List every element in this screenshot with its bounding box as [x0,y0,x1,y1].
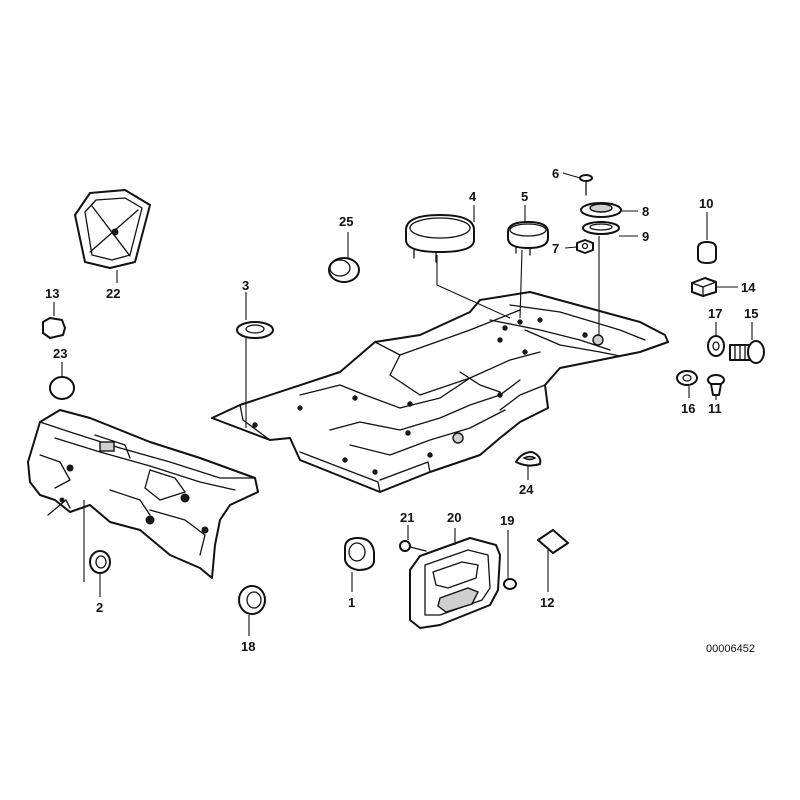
callout-6: 6 [552,166,559,181]
part-9-seal [582,221,620,235]
floor-pan [211,291,669,493]
part-23-cover [49,376,75,400]
part-14-clip [691,277,717,297]
callout-12: 12 [540,595,554,610]
callouts: 22 25 3 4 5 6 7 8 9 10 14 17 15 16 11 13… [45,166,758,655]
part-2-grommet [89,550,111,574]
part-4-cap [405,214,475,263]
callout-3: 3 [242,278,249,293]
part-16-washer [676,370,698,386]
part-8-cover [580,202,622,218]
part-11-screw [707,374,725,396]
part-19-nut [503,578,517,590]
callout-16: 16 [681,401,695,416]
callout-23: 23 [53,346,67,361]
callout-11: 11 [708,401,722,416]
part-6-screw [579,174,593,196]
part-10-plug [697,241,717,264]
part-7-nut [576,239,594,254]
part-21-screw [399,540,427,552]
diagram-number: 00006452 [706,643,755,655]
part-17-washer [707,335,725,357]
callout-24: 24 [519,482,534,497]
callout-13: 13 [45,286,59,301]
callout-15: 15 [744,306,758,321]
part-1-grommet [344,537,375,571]
part-25-grommet [328,257,360,283]
part-22-frame [74,189,151,269]
callout-18: 18 [241,639,255,654]
part-5-cap [507,221,549,256]
part-24-cap [515,451,542,467]
callout-20: 20 [447,510,461,525]
part-20-plate [409,537,501,629]
part-12-pad [537,529,569,554]
callout-22: 22 [106,286,120,301]
callout-2: 2 [96,600,103,615]
callout-7: 7 [552,241,559,256]
part-15-bolt [729,340,765,364]
part-18-grommet [238,585,266,615]
callout-9: 9 [642,229,649,244]
callout-4: 4 [469,189,477,204]
callout-19: 19 [500,513,514,528]
part-13-plug [42,317,66,339]
bulkhead-panel [27,409,259,579]
callout-14: 14 [741,280,756,295]
leader-lines [53,172,753,636]
callout-10: 10 [699,196,713,211]
part-3-ring [236,321,274,339]
callout-21: 21 [400,510,414,525]
callout-17: 17 [708,306,722,321]
callout-5: 5 [521,189,528,204]
callout-1: 1 [348,595,355,610]
callout-25: 25 [339,214,353,229]
callout-8: 8 [642,204,649,219]
